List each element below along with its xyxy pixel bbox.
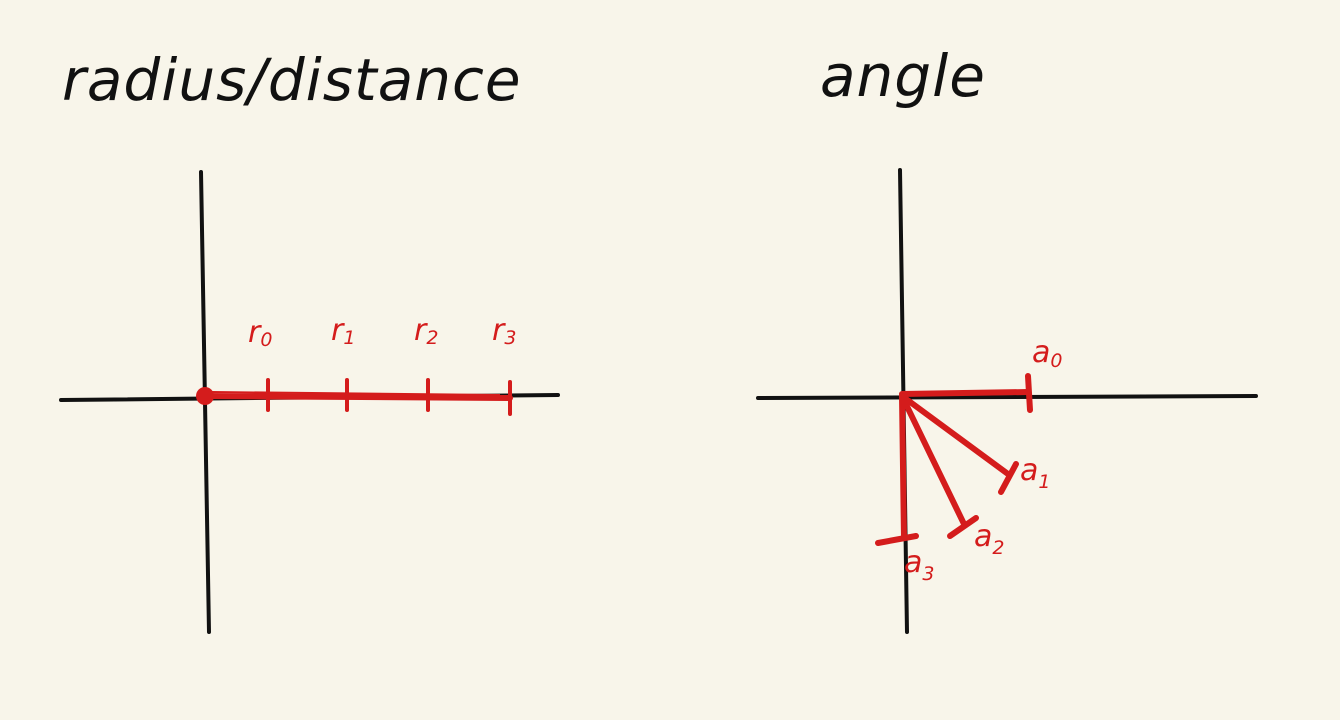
label-r0: r0 bbox=[248, 315, 272, 351]
ray-a2 bbox=[899, 393, 967, 527]
cap-a2 bbox=[947, 515, 979, 539]
origin-dot bbox=[196, 387, 214, 405]
ray-a1 bbox=[899, 393, 1011, 477]
radius-line bbox=[201, 393, 513, 401]
ray-a3 bbox=[899, 393, 907, 541]
angle-x-axis bbox=[756, 394, 1258, 400]
angle-panel: angle a0 a1 a2 a3 bbox=[756, 42, 1258, 634]
ray-a0 bbox=[899, 389, 1031, 397]
label-r2: r2 bbox=[414, 313, 438, 349]
label-r3: r3 bbox=[492, 313, 516, 349]
label-a3: a3 bbox=[904, 545, 934, 585]
angle-title: angle bbox=[820, 42, 986, 110]
radius-distance-title: radius/distance bbox=[62, 46, 522, 114]
cap-a0 bbox=[1025, 373, 1033, 413]
cap-a1 bbox=[998, 461, 1019, 495]
cap-a3 bbox=[875, 533, 919, 546]
label-r1: r1 bbox=[331, 313, 355, 349]
label-a2: a2 bbox=[974, 519, 1004, 559]
radius-line-sketch bbox=[211, 391, 501, 396]
label-a1: a1 bbox=[1020, 453, 1050, 493]
label-a0: a0 bbox=[1032, 335, 1062, 372]
radius-distance-panel: radius/distance r0 r1 r2 r3 bbox=[59, 46, 560, 634]
